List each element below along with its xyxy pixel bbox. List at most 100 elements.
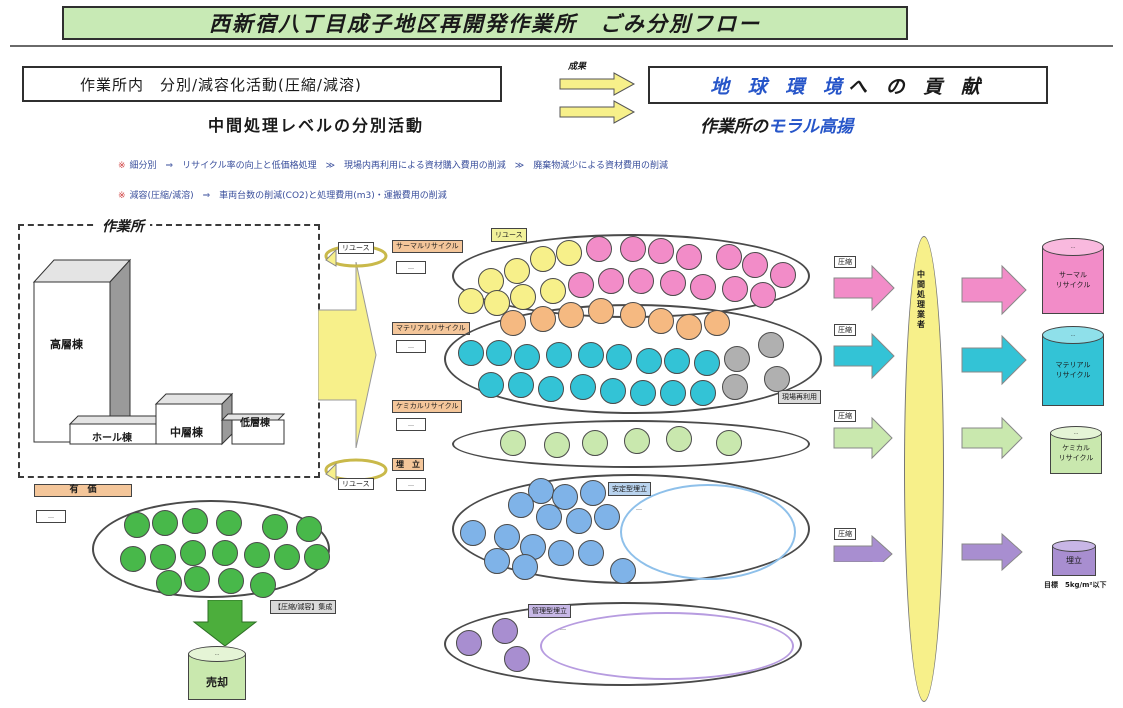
item-circle — [478, 372, 504, 398]
stable-items-text: … — [636, 505, 642, 512]
morale-heading: 作業所のモラル高揚 — [700, 112, 853, 137]
item-circle — [508, 372, 534, 398]
item-circle — [120, 546, 146, 572]
item-circle — [544, 432, 570, 458]
tag-material: マテリアルリサイクル — [392, 322, 470, 335]
item-circle — [580, 480, 606, 506]
item-circle — [676, 244, 702, 270]
label-high-rise: 高層棟 — [50, 338, 83, 351]
result-arrows — [559, 72, 636, 124]
material-cylinder-top: … — [1042, 326, 1104, 344]
note-text: 減容(圧縮/減溶) ⇒ 車両台数の削減(CO2)と処理費用(m3)・運搬費用の削… — [129, 191, 447, 201]
item-circle — [218, 568, 244, 594]
item-circle — [530, 306, 556, 332]
note-text: 細分別 ⇒ リサイクル率の向上と低価格処理 ≫ 現場内再利用による資材購入費用の… — [129, 161, 668, 171]
item-circle — [180, 540, 206, 566]
item-circle — [578, 342, 604, 368]
item-circle — [586, 236, 612, 262]
thermal-cylinder: サーマル リサイクル … — [1042, 238, 1104, 314]
group-stable-landfill — [452, 474, 810, 584]
output-arrows — [961, 264, 1027, 572]
item-circle — [538, 376, 564, 402]
note-mark: ※ — [118, 191, 126, 201]
item-circle — [722, 374, 748, 400]
group-onsite-label: 現場再利用 — [778, 390, 821, 404]
managed-inner — [540, 612, 794, 680]
item-circle — [716, 430, 742, 456]
item-circle — [546, 342, 572, 368]
sale-arrow — [192, 600, 258, 646]
thermal-output-label: サーマル リサイクル — [1042, 247, 1104, 314]
item-circle — [620, 302, 646, 328]
label-hall: ホール棟 — [92, 433, 132, 444]
label-low-rise: 低層棟 — [240, 418, 270, 429]
label-mid-rise: 中層棟 — [170, 426, 203, 439]
item-circle — [274, 544, 300, 570]
item-circle — [636, 348, 662, 374]
item-circle — [770, 262, 796, 288]
tag-thermal: サーマルリサイクル — [392, 240, 463, 253]
item-circle — [600, 378, 626, 404]
compress-label-2: 圧縮 — [834, 324, 856, 336]
item-circle — [512, 554, 538, 580]
compress-label-4: 圧縮 — [834, 528, 856, 540]
onsite-activity-box: 作業所内 分別/減容化活動(圧縮/減溶) — [22, 66, 502, 102]
tag-landfill-sub: … — [396, 478, 426, 491]
item-circle — [250, 572, 276, 598]
item-circle — [660, 380, 686, 406]
item-circle — [758, 332, 784, 358]
item-circle — [566, 508, 592, 534]
item-circle — [690, 274, 716, 300]
item-circle — [556, 240, 582, 266]
item-circle — [648, 308, 674, 334]
group-reuse-label: リユース — [491, 228, 527, 242]
chemical-cylinder: ケミカル リサイクル … — [1050, 426, 1102, 474]
earth-environment-text: 地 球 環 境 — [710, 75, 848, 98]
item-circle — [530, 246, 556, 272]
item-circle — [620, 236, 646, 262]
tag-landfill: 埋 立 — [392, 458, 424, 471]
item-circle — [742, 252, 768, 278]
item-circle — [588, 298, 614, 324]
reuse-loop-arrow-top — [324, 244, 388, 268]
item-circle — [582, 430, 608, 456]
sale-cylinder-top: … — [188, 646, 246, 662]
item-circle — [124, 512, 150, 538]
earth-contribution-box: 地 球 環 境 へ の 貢 献 — [648, 66, 1048, 104]
item-circle — [182, 508, 208, 534]
buildings-illustration — [32, 258, 286, 446]
compress-label-1: 圧縮 — [834, 256, 856, 268]
facility-output-arrow — [318, 262, 377, 448]
item-circle — [500, 310, 526, 336]
item-circle — [536, 504, 562, 530]
item-circle — [262, 514, 288, 540]
managed-items-text: … — [560, 625, 566, 632]
landfill-cylinder-top — [1052, 540, 1096, 552]
material-output-label: マテリアル リサイクル — [1042, 335, 1104, 406]
intermediate-processor — [904, 236, 944, 702]
item-circle — [150, 544, 176, 570]
item-circle — [690, 380, 716, 406]
item-circle — [716, 244, 742, 270]
tag-material-sub: … — [396, 340, 426, 353]
item-circle — [484, 548, 510, 574]
item-circle — [764, 366, 790, 392]
item-circle — [460, 520, 486, 546]
item-circle — [624, 428, 650, 454]
thermal-cylinder-top: … — [1042, 238, 1104, 256]
item-circle — [548, 540, 574, 566]
tag-valuables-sub: … — [36, 510, 66, 523]
tag-reuse-bottom: リユース — [338, 478, 374, 490]
item-circle — [610, 558, 636, 584]
item-circle — [628, 268, 654, 294]
note-volume: ※減容(圧縮/減溶) ⇒ 車両台数の削減(CO2)と処理費用(m3)・運搬費用の… — [118, 188, 447, 201]
chemical-cylinder-top: … — [1050, 426, 1102, 440]
sale-cylinder: 売却 … — [188, 646, 246, 700]
item-circle — [216, 510, 242, 536]
item-circle — [594, 504, 620, 530]
compress-collect-label: 【圧縮/減容】集成 — [270, 600, 337, 614]
stable-inner — [620, 484, 796, 580]
group-managed-landfill — [444, 602, 802, 686]
title-rule — [10, 45, 1113, 47]
item-circle — [296, 516, 322, 542]
